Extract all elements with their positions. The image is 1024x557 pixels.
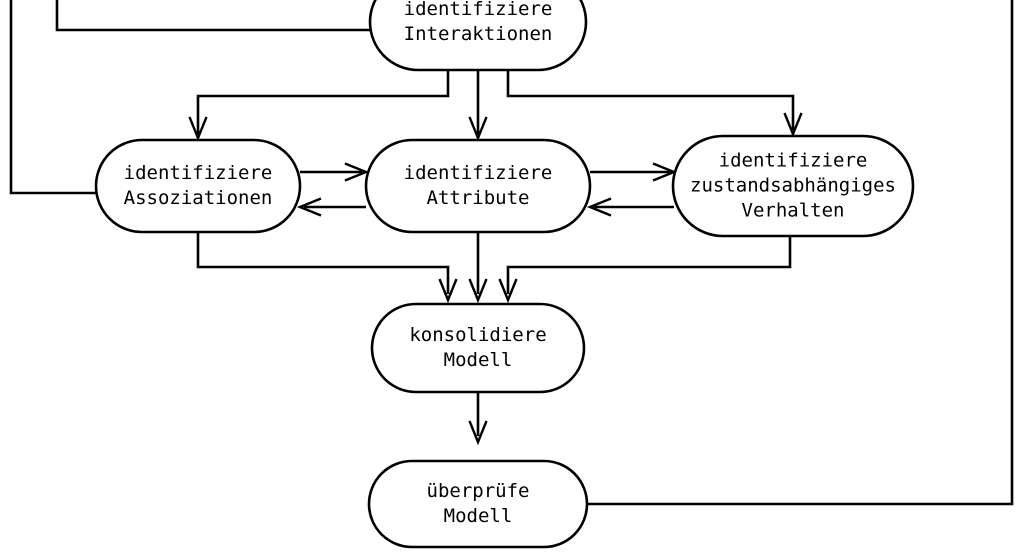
- edge-offscreen-feedback-left-to-assoziationen: [9, 0, 97, 195]
- edge-verhalten-to-konsolidiere: [498, 236, 792, 304]
- node-shape[interactable]: [368, 0, 588, 72]
- node-label-line: überprüfe: [427, 480, 530, 502]
- edge-line: [506, 236, 792, 294]
- arrowhead-icon: [344, 162, 370, 182]
- edge-assoziationen-to-attribute: [300, 162, 370, 182]
- edge-interaktionen-to-assoziationen: [188, 70, 450, 142]
- arrowhead-icon: [498, 278, 518, 304]
- edge-line: [196, 232, 450, 294]
- edge-line: [55, 0, 370, 32]
- edge-line: [587, 0, 1014, 506]
- arrowhead-icon: [783, 112, 803, 138]
- arrowhead-icon: [468, 116, 488, 142]
- edge-line: [506, 70, 795, 130]
- node-label-line: Interaktionen: [404, 23, 553, 45]
- node-label-line: zustandsabhängiges: [690, 175, 896, 197]
- edge-konsolidiere-to-ueberpruefe: [468, 392, 488, 446]
- node-shape[interactable]: [370, 302, 586, 394]
- arrowhead-icon: [188, 116, 208, 142]
- node-label-line: Attribute: [427, 187, 530, 209]
- node-shape[interactable]: [94, 138, 302, 234]
- edge-interaktionen-to-verhalten: [506, 70, 803, 138]
- node-label-line: Verhalten: [742, 200, 845, 222]
- node-label-line: identifiziere: [404, 162, 553, 184]
- node-shape[interactable]: [367, 459, 589, 549]
- node-label-line: identifiziere: [124, 162, 273, 184]
- edge-line: [196, 70, 450, 134]
- arrowhead-icon: [296, 197, 322, 217]
- edge-verhalten-to-attribute: [586, 197, 674, 217]
- edge-attribute-to-verhalten: [590, 162, 678, 182]
- edge-attribute-to-assoziationen: [296, 197, 366, 217]
- edge-ueberpruefe-feedback-right: [587, 0, 1014, 506]
- node-label-line: Assoziationen: [124, 187, 273, 209]
- edge-line: [9, 0, 97, 195]
- node-label-line: Modell: [444, 505, 513, 527]
- node-label-line: identifiziere: [719, 150, 868, 172]
- node-shape[interactable]: [364, 138, 592, 234]
- arrowhead-icon: [468, 420, 488, 446]
- edge-assoziationen-to-konsolidiere: [196, 232, 458, 304]
- edge-interaktionen-left-feedback: [55, 0, 370, 32]
- nodes-layer: identifiziereInteraktionenidentifiziereA…: [94, 0, 915, 549]
- arrowhead-icon: [586, 197, 612, 217]
- edges-layer: [9, 0, 1014, 506]
- edge-attribute-to-konsolidiere: [468, 232, 488, 304]
- node-label-line: Modell: [444, 349, 513, 371]
- arrowhead-icon: [468, 278, 488, 304]
- edge-interaktionen-to-attribute: [468, 70, 488, 142]
- node-shape[interactable]: [671, 134, 915, 238]
- node-label-line: konsolidiere: [409, 324, 546, 346]
- arrowhead-icon: [438, 278, 458, 304]
- node-label-line: identifiziere: [404, 0, 553, 20]
